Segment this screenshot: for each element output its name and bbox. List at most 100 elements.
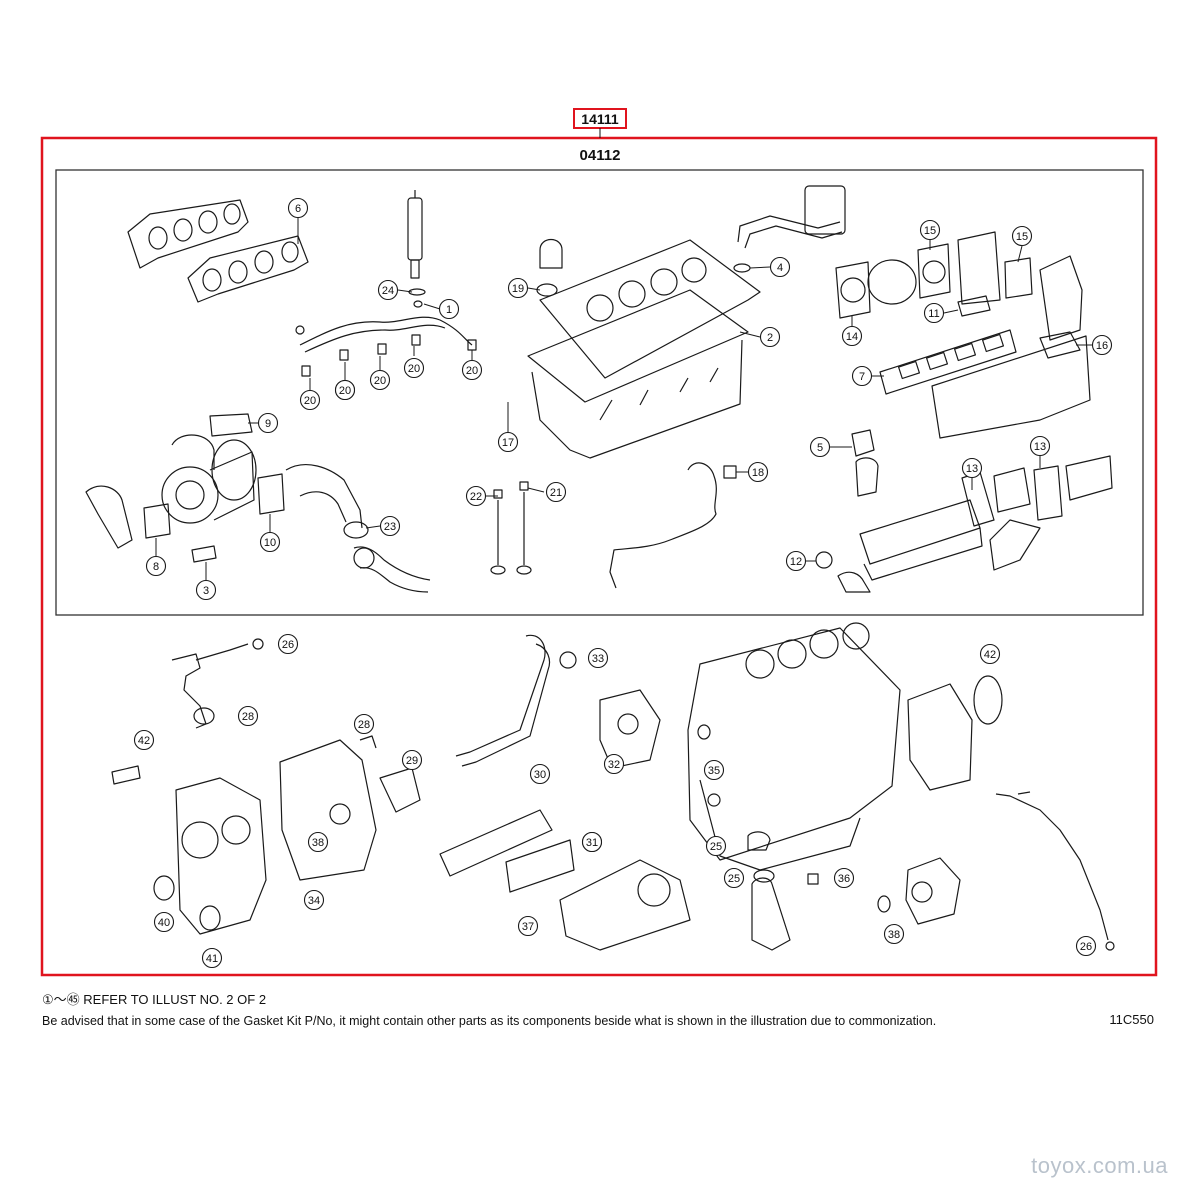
kit-number: 14111 [581, 111, 619, 127]
callout-circle [759, 326, 781, 348]
callout-12: 12 [785, 550, 807, 572]
valve-drawing [490, 481, 532, 575]
callout-circle [1011, 225, 1033, 247]
callout-circle [785, 550, 807, 572]
callout-number: 26 [282, 639, 294, 651]
callout-number: 20 [339, 385, 351, 397]
callout-number: 26 [1080, 941, 1092, 953]
refer-text: REFER TO ILLUST NO. 2 OF 2 [79, 992, 267, 1007]
egr-pipe-drawing [733, 185, 846, 273]
callout-number: 6 [295, 203, 301, 215]
callout-21: 21 [545, 481, 567, 503]
callout-20: 20 [369, 369, 391, 391]
callout-20: 20 [461, 359, 483, 381]
callout-number: 40 [158, 917, 170, 929]
callout-number: 29 [406, 755, 418, 767]
callout-20: 20 [403, 357, 425, 379]
callout-number: 18 [752, 467, 764, 479]
callout-number: 28 [358, 719, 370, 731]
callout-17: 17 [497, 431, 519, 453]
intake-manifold-drawing [879, 329, 1091, 439]
callout-number: 22 [470, 491, 482, 503]
callout-number: 19 [512, 283, 524, 295]
callout-circle [401, 749, 423, 771]
callout-circle [201, 947, 223, 969]
callout-number: 2 [767, 332, 773, 344]
callout-number: 37 [522, 921, 534, 933]
callout-number: 35 [708, 765, 720, 777]
timing-cover-drawing [111, 765, 267, 935]
callout-number: 3 [203, 585, 209, 597]
callout-circle [287, 197, 309, 219]
callout-circle [507, 277, 529, 299]
oil-cooler-drawing [439, 809, 691, 951]
callout-number: 11 [928, 308, 939, 320]
callout-26: 26 [277, 633, 299, 655]
callout-number: 32 [608, 759, 620, 771]
callout-number: 36 [838, 873, 850, 885]
callout-number: 10 [264, 537, 276, 549]
callout-circle [517, 915, 539, 937]
callout-number: 25 [728, 873, 740, 885]
callout-11: 11 [923, 302, 945, 324]
callout-38: 38 [307, 831, 329, 853]
callout-circle [438, 298, 460, 320]
callout-circle [497, 431, 519, 453]
callout-number: 13 [966, 463, 978, 475]
callout-number: 17 [502, 437, 514, 449]
callout-25: 25 [705, 835, 727, 857]
callout-number: 20 [466, 365, 478, 377]
leader-lines [155, 218, 1092, 580]
callout-35: 35 [703, 759, 725, 781]
callout-circle [1091, 334, 1113, 356]
callout-circle [195, 579, 217, 601]
callout-28: 28 [353, 713, 375, 735]
illustration-code: 11C550 [1109, 1012, 1154, 1027]
callout-8: 8 [145, 555, 167, 577]
callout-5: 5 [809, 436, 831, 458]
callout-number: 4 [777, 262, 783, 274]
callout-circle [545, 481, 567, 503]
callout-number: 20 [304, 395, 316, 407]
water-pipe-drawing [455, 634, 551, 767]
callout-23: 23 [379, 515, 401, 537]
turbocharger-drawing [85, 413, 285, 563]
callout-circle [303, 889, 325, 911]
callout-number: 25 [710, 841, 722, 853]
cylinder-head-drawing [527, 238, 761, 459]
callout-22: 22 [465, 485, 487, 507]
callout-42: 42 [979, 643, 1001, 665]
callout-circle [979, 643, 1001, 665]
callout-number: 42 [984, 649, 996, 661]
callout-circle [923, 302, 945, 324]
callout-circle [379, 515, 401, 537]
callout-9: 9 [257, 412, 279, 434]
exhaust-manifold-gasket-drawing [127, 199, 309, 303]
callout-circle [153, 911, 175, 933]
callout-13: 13 [1029, 435, 1051, 457]
callout-number: 41 [206, 953, 218, 965]
callout-number: 20 [408, 363, 420, 375]
callout-number: 21 [550, 487, 562, 499]
set-number: 04112 [580, 147, 621, 164]
callout-circle [403, 357, 425, 379]
refer-note: ①～㊺ REFER TO ILLUST NO. 2 OF 2 [42, 989, 266, 1008]
callout-number: 13 [1034, 441, 1046, 453]
callout-circle [465, 485, 487, 507]
callout-number: 15 [924, 225, 936, 237]
callout-15: 15 [919, 219, 941, 241]
callout-42: 42 [133, 729, 155, 751]
callout-40: 40 [153, 911, 175, 933]
callout-circle [259, 531, 281, 553]
callout-34: 34 [303, 889, 325, 911]
kit-frame [40, 136, 1158, 977]
callout-number: 7 [859, 371, 865, 383]
callout-6: 6 [287, 197, 309, 219]
callout-number: 20 [374, 375, 386, 387]
callout-14: 14 [841, 325, 863, 347]
callout-20: 20 [334, 379, 356, 401]
callout-2: 2 [759, 326, 781, 348]
callout-number: 38 [312, 837, 324, 849]
callout-circle [237, 705, 259, 727]
callout-26: 26 [1075, 935, 1097, 957]
